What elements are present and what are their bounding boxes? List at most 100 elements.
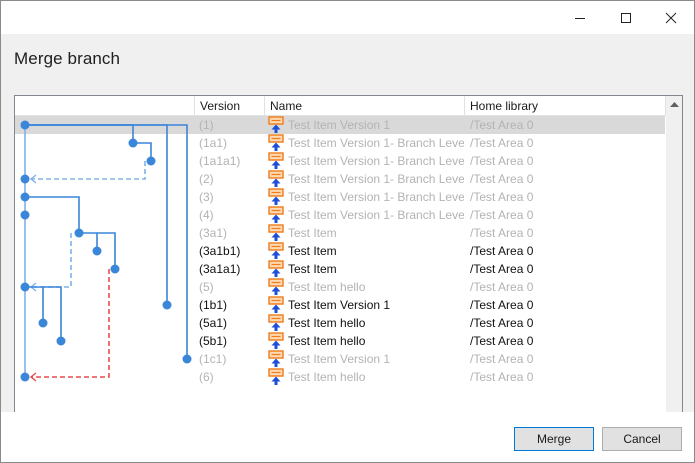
version-item-icon [268,152,286,170]
table-row[interactable]: (1b1)Test Item Version 1/Test Area 0 [15,296,665,314]
table-row[interactable]: (1a1) Test Item Version 1- Branch Level `… [15,134,665,152]
branch-1c1-line [25,124,188,359]
version-node[interactable] [20,372,30,382]
home-library-cell: /Test Area 0 [470,352,534,366]
version-cell: (1) [199,118,214,132]
version-node[interactable] [20,174,30,184]
name-cell: Test Item Version 1- Branch Level ` [288,172,464,186]
home-library-cell: /Test Area 0 [470,244,534,258]
branch-graph [20,120,192,382]
table-row[interactable]: (1c1) Test Item Version 1/Test Area 0 [15,350,665,368]
table-row[interactable]: (5a1)Test Item hello/Test Area 0 [15,314,665,332]
title-bar [1,1,694,34]
merge-to-5-line [31,233,72,288]
home-library-cell: /Test Area 0 [470,316,534,330]
merge-arrow-icon [29,372,37,382]
version-cell: (3a1a1) [199,262,241,276]
version-node[interactable] [128,138,138,148]
version-cell: (1c1) [199,352,227,366]
name-cell: Test Item Version 1- Branch Level ` [288,190,464,204]
branch-5b1-line [43,286,62,341]
version-column-header[interactable]: Version [195,96,265,116]
version-grid[interactable]: Version Name Home library (1) Test Item V… [14,95,683,436]
branch-1a1a1-line [133,142,152,161]
merge-to-6-line [31,269,110,378]
version-item-icon [268,242,286,260]
vertical-scrollbar[interactable] [666,96,682,435]
version-node[interactable] [56,336,66,346]
version-node[interactable] [110,264,120,274]
table-row[interactable]: (1) Test Item Version 1/Test Area 0 [15,116,665,134]
table-row[interactable]: (2)Test Item Version 1- Branch Level `/T… [15,170,665,188]
close-button[interactable] [648,1,694,34]
merge-button[interactable]: Merge [514,427,594,451]
home-library-cell: /Test Area 0 [470,370,534,384]
version-item-icon [268,116,286,134]
home-library-column-header[interactable]: Home library [465,96,666,116]
version-cell: (3a1) [199,226,228,240]
version-node[interactable] [20,120,30,130]
branch-3a1a1-line [97,232,116,269]
name-cell: Test Item Version 1 [288,118,391,132]
name-cell: Test Item hello [288,280,366,294]
name-column-header[interactable]: Name [265,96,465,116]
name-cell: Test Item Version 1- Branch Level ` [288,136,464,150]
table-row[interactable]: (3a1b1)Test Item/Test Area 0 [15,242,665,260]
version-node[interactable] [182,354,192,364]
version-item-icon [268,206,286,224]
home-library-cell: /Test Area 0 [470,280,534,294]
version-node[interactable] [146,156,156,166]
version-node[interactable] [20,192,30,202]
home-library-cell: /Test Area 0 [470,334,534,348]
version-node[interactable] [92,246,102,256]
version-node[interactable] [38,318,48,328]
version-cell: (5) [199,280,214,294]
table-row[interactable]: (3)Test Item Version 1- Branch Level `/T… [15,188,665,206]
branch-1b1-line [25,124,168,305]
version-node[interactable] [20,210,30,220]
version-node[interactable] [74,228,84,238]
home-library-cell: /Test Area 0 [470,298,534,312]
branch-5a1-line [25,286,44,323]
home-library-cell: /Test Area 0 [470,118,534,132]
name-cell: Test Item [288,262,337,276]
version-cell: (1a1) [199,136,228,150]
branch-3a1-line [25,196,80,233]
version-item-icon [268,134,286,152]
maximize-button[interactable] [603,1,649,34]
table-row[interactable]: (3a1a1) Test Item/Test Area 0 [15,260,665,278]
version-cell: (6) [199,370,214,384]
table-row[interactable]: (5) Test Item hello/Test Area 0 [15,278,665,296]
minimize-button[interactable] [557,1,603,34]
scroll-up-arrow-icon[interactable] [666,96,682,113]
name-cell: Test Item Version 1 [288,352,391,366]
version-item-icon [268,296,286,314]
name-cell: Test Item hello [288,334,366,348]
version-node[interactable] [20,282,30,292]
cancel-button[interactable]: Cancel [602,427,682,451]
name-cell: Test Item Version 1 [288,298,391,312]
maximize-icon [620,12,632,24]
home-library-cell: /Test Area 0 [470,190,534,204]
minimize-icon [574,12,586,24]
home-library-cell: /Test Area 0 [470,226,534,240]
name-cell: Test Item [288,226,337,240]
graph-column-header[interactable] [15,96,195,116]
home-library-cell: /Test Area 0 [470,262,534,276]
version-cell: (5a1) [199,316,228,330]
home-library-cell: /Test Area 0 [470,208,534,222]
table-row[interactable]: (4)Test Item Version 1- Branch Level `/T… [15,206,665,224]
version-node[interactable] [162,300,172,310]
version-item-icon [268,368,286,386]
version-cell: (4) [199,208,214,222]
version-item-icon [268,260,286,278]
version-cell: (1a1a1) [199,154,241,168]
name-cell: Test Item hello [288,370,366,384]
dialog-title: Merge branch [14,49,121,68]
table-row[interactable]: (6) Test Item hello/Test Area 0 [15,368,665,386]
table-row[interactable]: (5b1)Test Item hello/Test Area 0 [15,332,665,350]
version-item-icon [268,278,286,296]
table-row[interactable]: (1a1a1)Test Item Version 1- Branch Level… [15,152,665,170]
table-row[interactable]: (3a1) Test Item/Test Area 0 [15,224,665,242]
